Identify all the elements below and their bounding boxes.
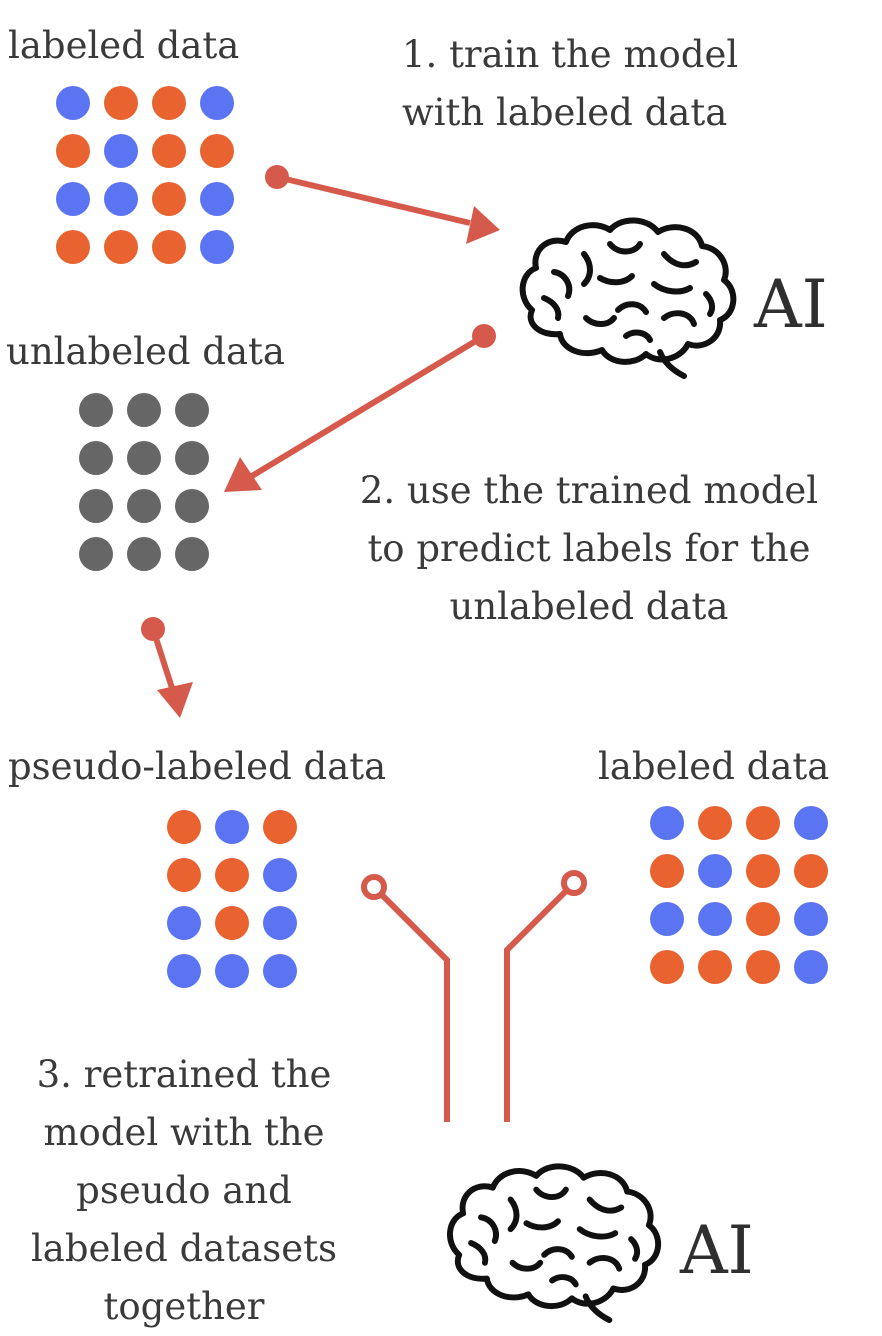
blue-data-point bbox=[263, 954, 297, 988]
orange-data-point bbox=[746, 854, 780, 888]
brain-icon bbox=[519, 217, 737, 379]
orange-data-point bbox=[215, 858, 249, 892]
step2-text: 2. use the trained model to predict labe… bbox=[330, 462, 848, 636]
blue-data-point bbox=[215, 954, 249, 988]
gray-data-point bbox=[79, 441, 113, 475]
orange-data-point bbox=[746, 902, 780, 936]
orange-data-point bbox=[215, 906, 249, 940]
step2-line: to predict labels for the bbox=[367, 527, 811, 570]
gray-data-point bbox=[79, 489, 113, 523]
step2-line: unlabeled data bbox=[449, 585, 729, 628]
orange-data-point bbox=[167, 810, 201, 844]
unlabeled-data-label: unlabeled data bbox=[6, 330, 285, 373]
step1-line: with labeled data bbox=[402, 91, 728, 134]
step3-text: 3. retrained the model with the pseudo a… bbox=[0, 1046, 368, 1336]
orange-data-point bbox=[152, 86, 186, 120]
blue-data-point bbox=[104, 182, 138, 216]
orange-data-point bbox=[104, 230, 138, 264]
step1-text: 1. train the model with labeled data bbox=[402, 26, 738, 142]
pseudo-labeled-data-grid bbox=[167, 810, 297, 988]
blue-data-point bbox=[650, 806, 684, 840]
ai-label-bottom: AI bbox=[680, 1212, 754, 1289]
blue-data-point bbox=[104, 134, 138, 168]
step2-line: 2. use the trained model bbox=[359, 469, 819, 512]
labeled-data-top-grid bbox=[56, 86, 234, 264]
blue-data-point bbox=[794, 950, 828, 984]
orange-data-point bbox=[746, 806, 780, 840]
blue-data-point bbox=[56, 86, 90, 120]
arrow-predict bbox=[224, 324, 496, 492]
orange-data-point bbox=[104, 86, 138, 120]
step3-line: pseudo and bbox=[76, 1169, 292, 1212]
step3-line: labeled datasets bbox=[30, 1227, 338, 1270]
gray-data-point bbox=[175, 393, 209, 427]
gray-data-point bbox=[127, 537, 161, 571]
orange-data-point bbox=[650, 950, 684, 984]
blue-data-point bbox=[794, 902, 828, 936]
orange-data-point bbox=[152, 182, 186, 216]
step3-line: 3. retrained the bbox=[36, 1053, 332, 1096]
orange-data-point bbox=[698, 950, 732, 984]
orange-data-point bbox=[56, 134, 90, 168]
orange-data-point bbox=[650, 854, 684, 888]
gray-data-point bbox=[175, 537, 209, 571]
orange-data-point bbox=[746, 950, 780, 984]
blue-data-point bbox=[200, 86, 234, 120]
gray-data-point bbox=[127, 441, 161, 475]
brain-icon bbox=[447, 1163, 661, 1324]
gray-data-point bbox=[127, 489, 161, 523]
blue-data-point bbox=[794, 806, 828, 840]
blue-data-point bbox=[167, 906, 201, 940]
gray-data-point bbox=[79, 393, 113, 427]
ai-label-top: AI bbox=[754, 266, 828, 343]
labeled-data-bottom-label: labeled data bbox=[598, 745, 830, 788]
step3-line: together bbox=[103, 1285, 265, 1328]
step1-line: 1. train the model bbox=[402, 33, 739, 76]
merge-line-left bbox=[361, 874, 450, 1122]
arrow-train bbox=[265, 165, 500, 244]
orange-data-point bbox=[698, 806, 732, 840]
merge-line-right bbox=[504, 870, 587, 1122]
pseudo-labeled-data-label: pseudo-labeled data bbox=[8, 745, 387, 788]
blue-data-point bbox=[698, 854, 732, 888]
blue-data-point bbox=[650, 902, 684, 936]
blue-data-point bbox=[215, 810, 249, 844]
blue-data-point bbox=[263, 858, 297, 892]
gray-data-point bbox=[175, 489, 209, 523]
orange-data-point bbox=[56, 230, 90, 264]
orange-data-point bbox=[794, 854, 828, 888]
unlabeled-data-grid bbox=[79, 393, 209, 571]
gray-data-point bbox=[79, 537, 113, 571]
blue-data-point bbox=[200, 182, 234, 216]
gray-data-point bbox=[175, 441, 209, 475]
blue-data-point bbox=[167, 954, 201, 988]
blue-data-point bbox=[56, 182, 90, 216]
blue-data-point bbox=[263, 906, 297, 940]
orange-data-point bbox=[167, 858, 201, 892]
gray-data-point bbox=[127, 393, 161, 427]
blue-data-point bbox=[200, 230, 234, 264]
step3-line: model with the bbox=[43, 1111, 325, 1154]
arrow-pseudo bbox=[141, 617, 193, 718]
labeled-data-bottom-grid bbox=[650, 806, 828, 984]
blue-data-point bbox=[698, 902, 732, 936]
labeled-data-top-label: labeled data bbox=[8, 24, 240, 67]
orange-data-point bbox=[152, 134, 186, 168]
orange-data-point bbox=[152, 230, 186, 264]
orange-data-point bbox=[200, 134, 234, 168]
orange-data-point bbox=[263, 810, 297, 844]
